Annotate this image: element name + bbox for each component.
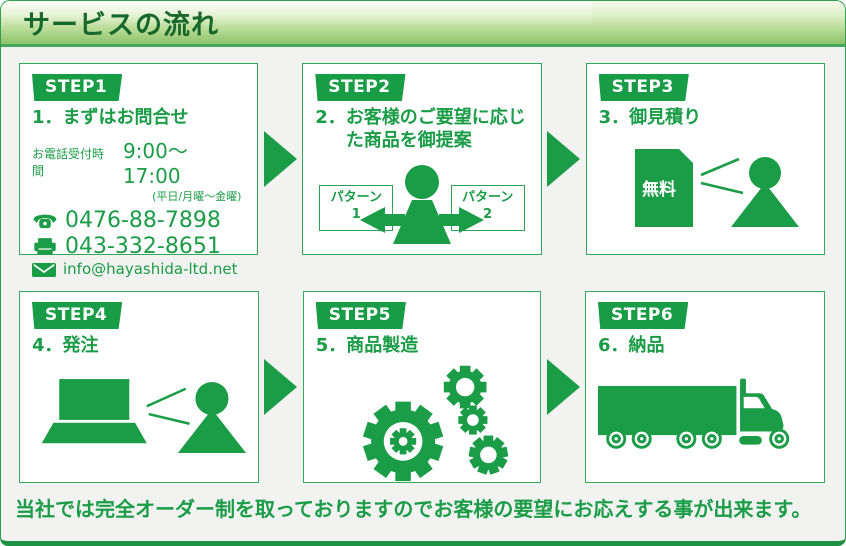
step4-figure — [32, 358, 246, 474]
step5-number: 5． — [315, 335, 347, 356]
estimate-document-person-icon: 無料 — [635, 148, 800, 227]
page-title: サービスの流れ — [23, 10, 219, 41]
truck-icon — [597, 378, 790, 449]
person-double-arrow-icon — [359, 165, 484, 244]
step4-heading: 4． 発注 — [32, 335, 246, 358]
flow-arrow-4 — [541, 291, 585, 483]
fax-icon — [34, 238, 56, 255]
mail-icon — [32, 262, 56, 278]
footer-note: 当社では完全オーダー制を取っておりますのでお客様の要望にお応えする事が出来ます。 — [15, 497, 812, 521]
view-lines-icon — [700, 157, 740, 177]
flow-content: STEP1 1． まずはお問合せ お電話受付時間 9:00〜17:00 (平日/… — [1, 47, 845, 522]
reception-label: お電話受付時間 — [32, 146, 105, 178]
step3-title: 御見積り — [629, 107, 702, 128]
document-icon — [635, 148, 694, 227]
truck-wheels — [606, 428, 790, 449]
step6-heading: 6． 納品 — [598, 335, 812, 358]
flow-arrow-1 — [258, 63, 302, 255]
step2-title: お客様のご要望に応じた商品を御提案 — [345, 107, 526, 151]
step1-badge: STEP1 — [32, 74, 122, 101]
step6-box: STEP6 6． 納品 — [584, 291, 825, 483]
step2-heading: 2． お客様のご要望に応じた商品を御提案 — [315, 107, 528, 153]
step5-badge: STEP5 — [316, 302, 406, 329]
pattern1-label: パターン — [330, 189, 382, 205]
flow-arrow-3 — [259, 291, 303, 483]
flow-row-2: STEP4 4． 発注 — [19, 291, 825, 483]
step3-figure: 無料 — [599, 130, 812, 246]
reception-hours: 9:00〜17:00 — [122, 138, 188, 188]
step6-badge: STEP6 — [598, 302, 688, 329]
step1-box: STEP1 1． まずはお問合せ お電話受付時間 9:00〜17:00 (平日/… — [19, 63, 259, 278]
step2-number: 2． — [315, 107, 346, 128]
step1-number: 1． — [32, 107, 63, 128]
person-icon — [195, 381, 229, 415]
step3-badge-label: STEP3 — [611, 77, 674, 97]
document-free-label: 無料 — [642, 179, 676, 200]
fax-row: 043-332-8651 — [32, 235, 245, 258]
step4-title: 発注 — [62, 335, 99, 356]
flow-arrow-icon — [546, 359, 580, 415]
step1-heading: 1． まずはお問合せ — [32, 107, 245, 130]
laptop-icon — [59, 378, 130, 420]
reception-days: (平日/月曜〜金曜) — [152, 189, 242, 203]
step3-box: STEP3 3． 御見積り 無料 — [585, 63, 825, 255]
step5-figure — [316, 358, 529, 484]
step6-title: 納品 — [628, 335, 665, 356]
flow-arrow-icon — [264, 359, 298, 415]
flow-row-1: STEP1 1． まずはお問合せ お電話受付時間 9:00〜17:00 (平日/… — [19, 63, 825, 278]
step5-box: STEP5 5． 商品製造 — [302, 291, 542, 484]
step2-figure: パターン 1 パターン 2 — [315, 153, 528, 246]
person-icon — [749, 156, 782, 189]
laptop-person-icon — [41, 378, 246, 453]
step6-badge-label: STEP6 — [610, 305, 674, 325]
step2-badge-label: STEP2 — [328, 77, 391, 97]
fax-number: 043-332-8651 — [65, 233, 221, 259]
view-lines-icon — [146, 387, 187, 408]
phone-number: 0476-88-7898 — [65, 207, 221, 233]
step3-number: 3． — [598, 107, 630, 128]
pattern1-number: 1 — [351, 206, 361, 222]
reception-hours-row: お電話受付時間 9:00〜17:00 — [32, 135, 245, 188]
pattern2-label: パターン — [462, 189, 514, 205]
phone-row: 0476-88-7898 — [32, 209, 245, 232]
step4-badge: STEP4 — [32, 302, 122, 329]
step6-figure — [597, 358, 812, 474]
step5-title: 商品製造 — [346, 335, 419, 356]
pattern2-number: 2 — [483, 206, 493, 222]
step3-heading: 3． 御見積り — [599, 107, 812, 130]
step4-number: 4． — [32, 335, 63, 356]
step6-number: 6． — [597, 335, 629, 356]
page-header: サービスの流れ — [1, 1, 845, 47]
step4-badge-label: STEP4 — [45, 305, 108, 325]
step1-badge-label: STEP1 — [45, 77, 108, 97]
phone-icon — [33, 214, 57, 229]
step2-box: STEP2 2． お客様のご要望に応じた商品を御提案 パターン 1 — [302, 63, 542, 255]
email-row: info@hayashida-ltd.net — [32, 260, 245, 279]
flow-arrow-icon — [547, 131, 581, 187]
flow-arrow-icon — [263, 131, 297, 187]
step3-badge: STEP3 — [599, 74, 689, 101]
email-address: info@hayashida-ltd.net — [63, 260, 238, 279]
step5-heading: 5． 商品製造 — [316, 335, 529, 358]
step4-box: STEP4 4． 発注 — [19, 291, 259, 483]
gears-icon — [362, 365, 509, 481]
step2-badge: STEP2 — [315, 74, 405, 101]
step1-title: まずはお問合せ — [62, 107, 189, 128]
step5-badge-label: STEP5 — [328, 305, 391, 325]
flow-arrow-2 — [542, 63, 586, 255]
